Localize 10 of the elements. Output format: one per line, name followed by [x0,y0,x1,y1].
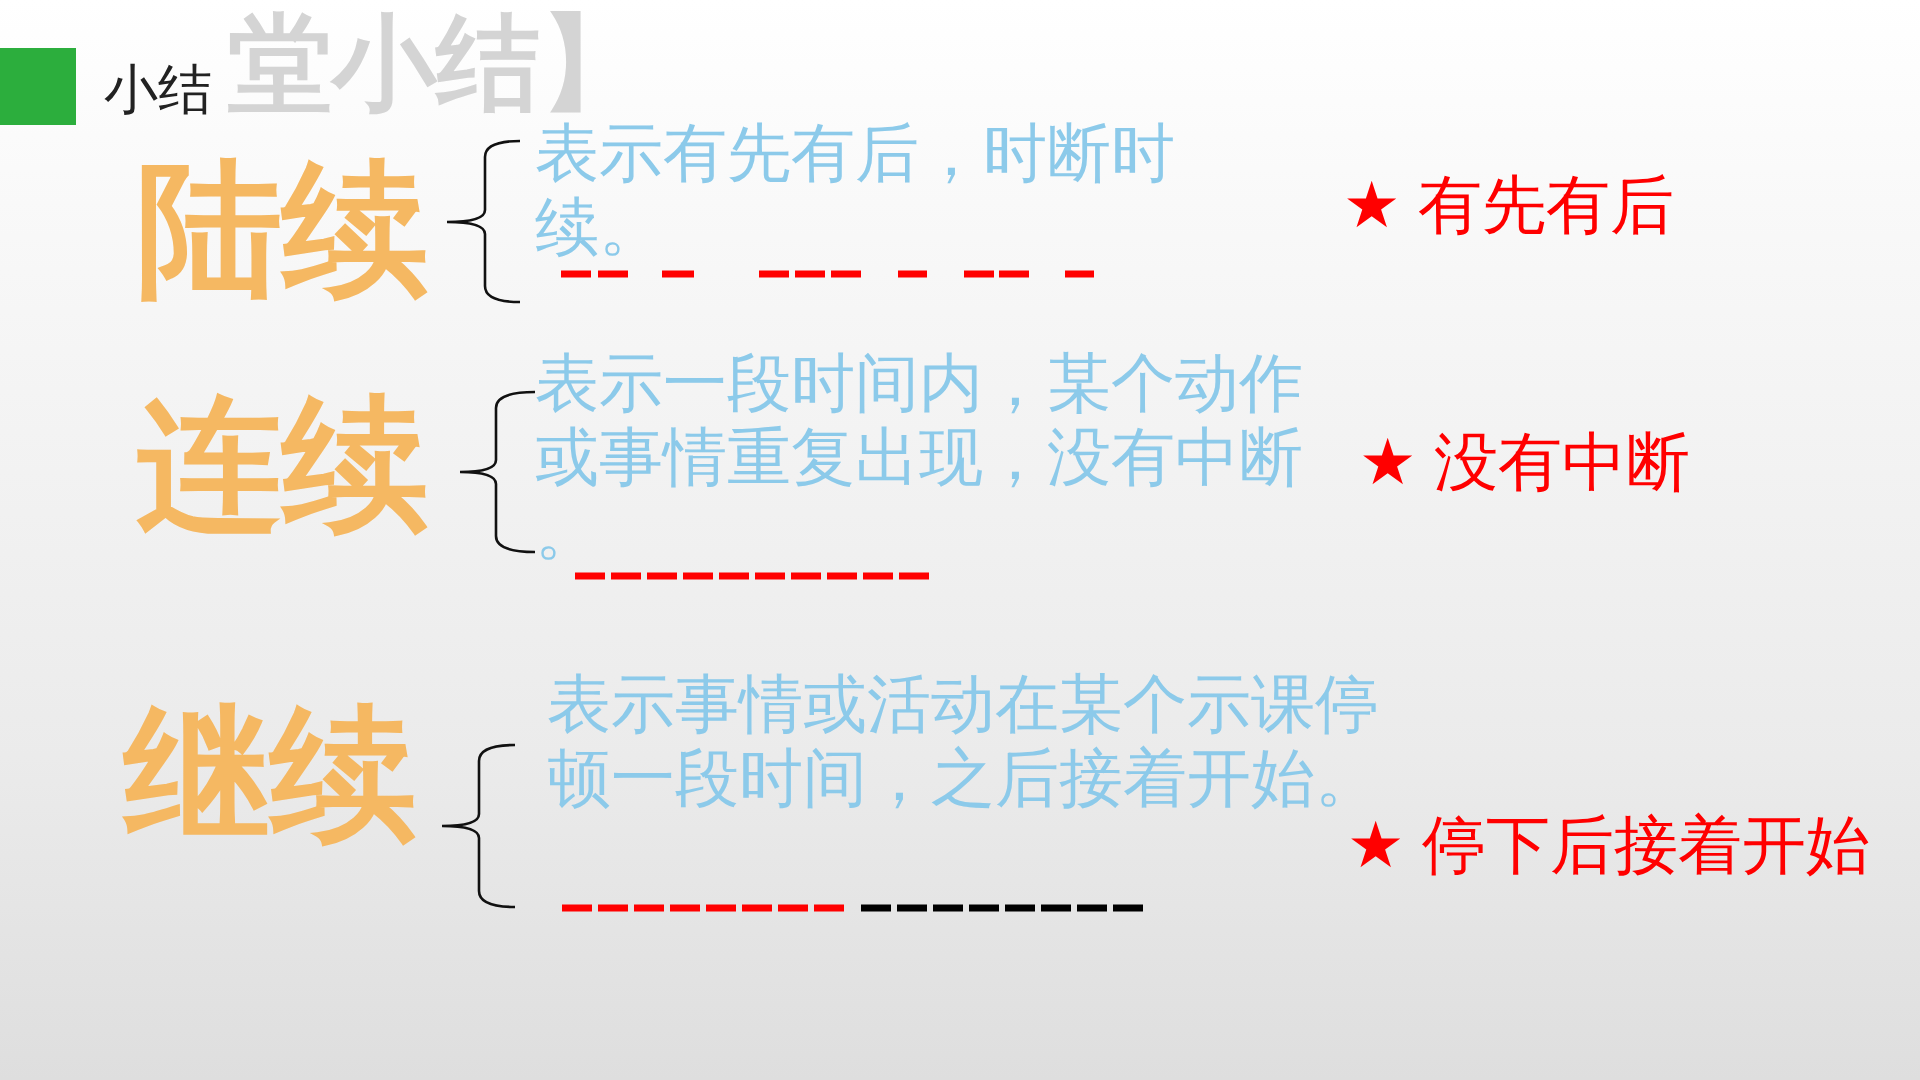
term-word: 陆续 [136,157,428,303]
definition-text: 表示一段时间内，某个动作或事情重复出现，没有中断。 [535,346,1304,568]
definition-text: 表示事情或活动在某个示课停顿一段时间，之后接着开始。 [547,667,1380,815]
key-point: ★ 没有中断 [1359,430,1691,494]
key-point: ★ 停下后接着开始 [1347,813,1871,877]
term-word: 继续 [124,702,416,848]
title: 小结 [104,62,212,116]
key-point: ★ 有先有后 [1343,173,1675,237]
definition-text: 表示有先有后，时断时续。 [535,116,1176,264]
term-word: 连续 [136,392,428,538]
